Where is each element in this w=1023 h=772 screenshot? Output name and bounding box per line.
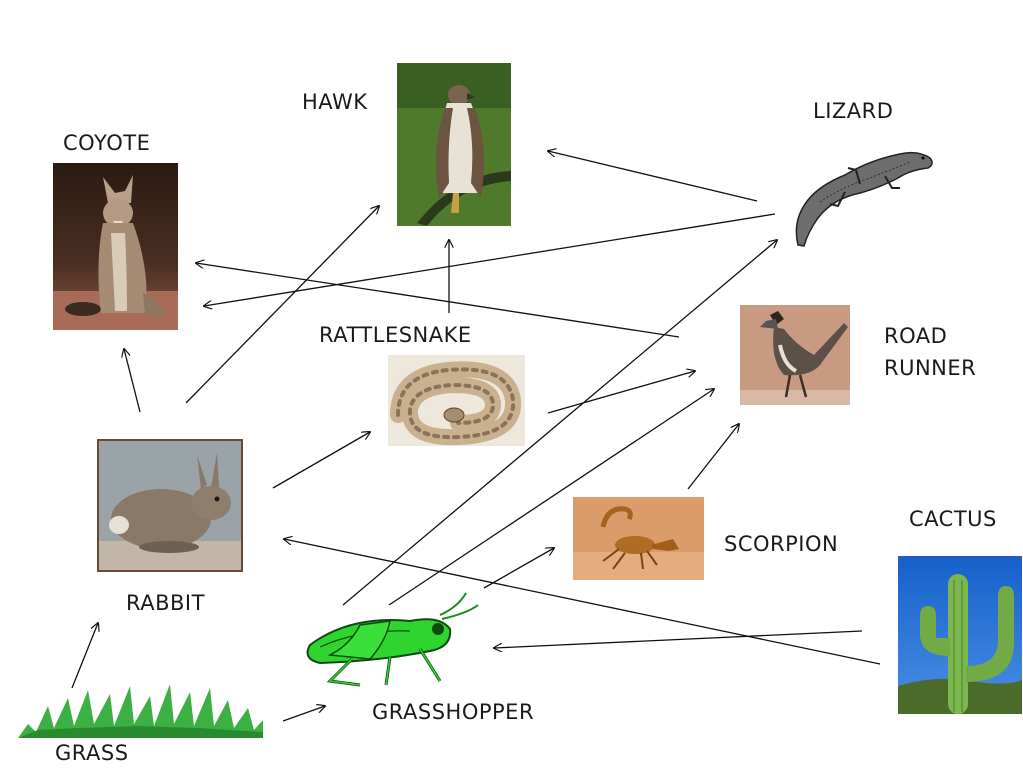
roadrunner-photo-icon: [740, 305, 850, 405]
label-cactus: CACTUS: [909, 507, 997, 531]
arrow-roadrunner-to-coyote: [196, 263, 680, 338]
arrow-grass-to-rabbit: [71, 623, 98, 689]
arrow-cactus-to-rabbit: [284, 539, 881, 665]
label-grass: GRASS: [55, 741, 129, 765]
arrow-scorpion-to-roadrunner: [687, 424, 739, 490]
hawk-photo-icon: [397, 63, 511, 226]
arrow-lizard-to-coyote: [204, 213, 776, 306]
arrow-grasshopper-to-roadrunner: [388, 389, 714, 606]
label-grasshopper: GRASSHOPPER: [372, 700, 535, 724]
label-coyote: COYOTE: [63, 131, 151, 155]
arrow-rabbit-to-rattlesnake: [272, 432, 370, 489]
coyote-photo-icon: [53, 163, 178, 330]
arrow-rabbit-to-coyote: [124, 349, 141, 413]
label-rattlesnake: RATTLESNAKE: [319, 323, 472, 347]
arrow-grasshopper-to-scorpion: [483, 548, 554, 589]
arrow-lizard-to-hawk: [548, 151, 758, 202]
lizard-drawing-icon: [790, 140, 935, 250]
scorpion-photo-icon: [573, 497, 704, 580]
label-hawk: HAWK: [302, 90, 368, 114]
label-lizard: LIZARD: [813, 99, 894, 123]
grass-drawing-icon: [18, 680, 263, 738]
cactus-photo-icon: [898, 556, 1022, 714]
label-scorpion: SCORPION: [724, 532, 839, 556]
rattlesnake-photo-icon: [388, 355, 525, 446]
label-rabbit: RABBIT: [126, 591, 205, 615]
arrow-rattlesnake-to-roadrunner: [547, 371, 695, 414]
arrow-cactus-to-grasshopper: [494, 630, 863, 648]
label-roadrunner-line2: RUNNER: [884, 356, 977, 380]
arrow-grasshopper-to-lizard: [342, 240, 777, 606]
arrow-rabbit-to-hawk: [185, 206, 379, 404]
rabbit-photo-icon: [97, 439, 243, 572]
grasshopper-drawing-icon: [290, 585, 482, 695]
label-roadrunner-line1: ROAD: [884, 324, 948, 348]
arrow-grass-to-grasshopper: [282, 706, 325, 722]
